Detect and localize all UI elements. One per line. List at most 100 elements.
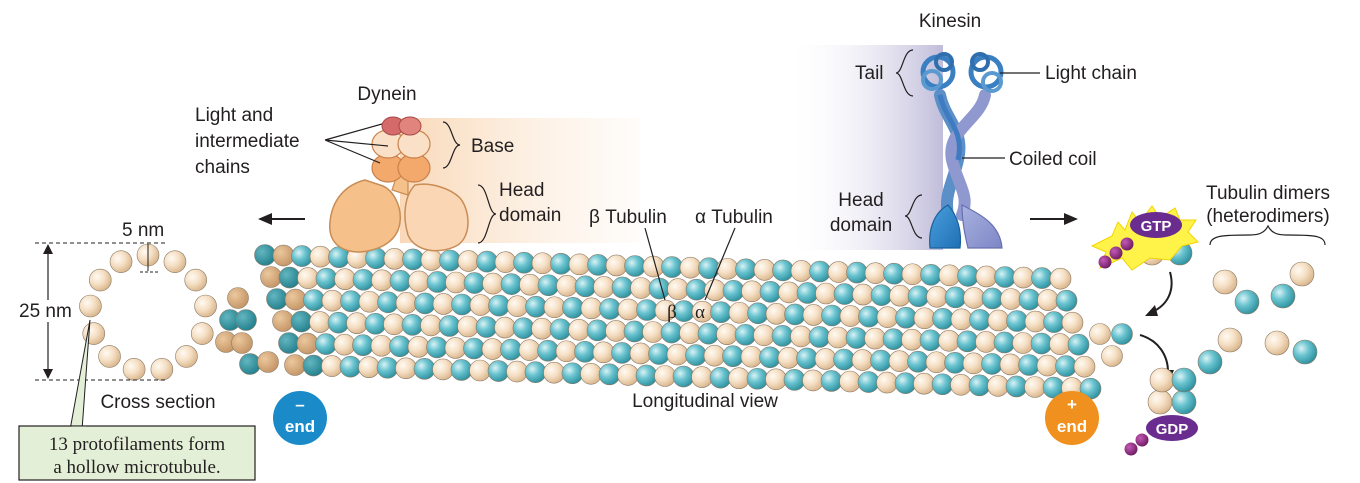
alpha-tubulin-subunit: [969, 309, 991, 331]
diameter-label: 25 nm: [19, 301, 72, 322]
dynein-chains-label-1: Light and: [195, 105, 273, 126]
kinesin-tail-loop: [981, 71, 1003, 93]
alpha-tubulin-subunit: [956, 330, 979, 353]
alpha-tubulin-subunit: [698, 257, 720, 280]
beta-tubulin-subunit: [975, 331, 997, 353]
beta-tubulin-subunit: [309, 245, 332, 268]
alpha-tubulin-subunit: [746, 367, 769, 390]
beta-tubulin-subunit: [864, 327, 886, 350]
alpha-tubulin-subunit: [845, 327, 868, 349]
tubulin-dimers-label-2: (heterodimers): [1206, 206, 1330, 227]
beta-tubulin-subunit: [531, 317, 553, 340]
protofilament-note-line-1: 13 protofilaments form: [49, 434, 225, 455]
alpha-tubulin-subunit: [574, 340, 596, 363]
dimers-bracket: [1209, 224, 1326, 246]
beta-tubulin-subunit: [260, 266, 282, 288]
beta-tubulin-subunit: [839, 305, 862, 327]
dynein-title: Dynein: [357, 84, 416, 105]
alpha-tubulin-subunit: [463, 272, 486, 294]
alpha-tubulin-subunit: [660, 321, 683, 344]
beta-tubulin-subunit: [432, 293, 455, 315]
beta-tubulin-subunit: [1024, 310, 1047, 333]
alpha-tubulin-subunit: [1171, 389, 1197, 415]
protofilament-subunit: [194, 294, 217, 318]
gtp-pill: [1130, 212, 1182, 238]
alpha-tubulin-subunit: [685, 344, 707, 366]
alpha-tubulin-subunit: [1018, 288, 1041, 311]
alpha-tubulin-subunit: [858, 305, 880, 328]
beta-tubulin-subunit: [296, 332, 319, 355]
alpha-tubulin-subunit: [549, 318, 572, 341]
alpha-tubulin-subunit: [327, 311, 350, 334]
beta-tubulin-subunit: [481, 338, 504, 360]
alpha-tubulin-subunit: [931, 373, 954, 396]
beta-tubulin-subunit: [950, 308, 973, 331]
beta-tubulin-subunit: [334, 268, 356, 291]
alpha-tubulin-subunit: [857, 371, 880, 393]
beta-tubulin-subunit: [839, 370, 861, 393]
beta-tubulin-subunit: [309, 311, 331, 333]
tail-bracket: [895, 49, 914, 97]
beta-tubulin-subunit: [1024, 376, 1046, 398]
protofilament-subunit: [79, 294, 102, 318]
alpha-tubulin-subunit: [1005, 375, 1028, 398]
alpha-tubulin-subunit: [598, 363, 621, 386]
beta-tubulin-subunit: [987, 375, 1009, 397]
kinesin-tail-loop: [934, 52, 954, 72]
beta-tubulin-subunit: [765, 303, 788, 325]
beta-tubulin-subunit: [1264, 330, 1290, 356]
alpha-tubulin-subunit: [463, 337, 485, 360]
alpha-tubulin-subunit: [512, 317, 535, 339]
alpha-tubulin-subunit: [413, 358, 436, 380]
cross-section-label: Cross section: [100, 392, 215, 413]
diameter-arrowhead-bottom: [43, 369, 53, 379]
beta-tubulin-subunit: [864, 262, 887, 284]
beta-tubulin-subunit: [802, 369, 824, 392]
alpha-tubulin-subunit: [907, 350, 929, 373]
beta-tubulin-subunit: [445, 271, 467, 294]
alpha-tubulin-subunit: [882, 328, 905, 350]
disassembly-arrow: [1139, 334, 1169, 373]
protofilament-subunit: [88, 268, 112, 292]
kinesin-coil-highlight: [937, 94, 962, 161]
alpha-tubulin-subunit: [278, 332, 300, 354]
alpha-tubulin-subunit: [537, 274, 560, 297]
beta-tubulin-subunit: [852, 283, 874, 306]
alpha-tubulin-subunit: [537, 339, 559, 362]
beta-tubulin-subunit: [1000, 288, 1022, 310]
beta-tubulin-subunit: [753, 259, 776, 281]
plus-end-sign: +: [1067, 395, 1077, 414]
kinesin-head-label-1: Head: [838, 190, 883, 211]
kinesin-light-chain-label: Light chain: [1045, 63, 1137, 84]
alpha-tubulin-subunit: [475, 316, 498, 338]
beta-tubulin-subunit: [227, 287, 249, 309]
beta-tubulin-subunit: [469, 294, 492, 316]
longitudinal-view-label: Longitudinal view: [632, 391, 778, 412]
alpha-tubulin-subunit: [352, 268, 375, 291]
alpha-tubulin-subunit: [981, 353, 1003, 375]
alpha-tubulin-subunit: [239, 353, 261, 375]
beta-tubulin-subunit: [667, 278, 689, 300]
beta-tubulin-subunit: [1012, 266, 1035, 289]
alpha-tubulin-subunit: [1171, 367, 1197, 393]
kinesin-coil-strand: [945, 89, 991, 221]
cross-section-ring: [79, 243, 217, 381]
phosphate-bead: [1109, 246, 1123, 260]
beta-tubulin-subunit: [1089, 323, 1111, 345]
kinesin-tail-loop: [921, 69, 943, 91]
gtp-label: GTP: [1141, 218, 1172, 235]
beta-tubulin-subunit: [383, 313, 405, 336]
beta-tubulin-subunit: [975, 265, 998, 288]
alpha-tubulin-subunit: [401, 314, 424, 336]
beta-tubulin-subunit: [1289, 261, 1315, 287]
dynein-light-chain: [398, 116, 422, 136]
alpha-tubulin-subunit: [500, 338, 522, 361]
beta-tubulin-subunit: [704, 279, 726, 302]
beta-tubulin-subunit: [1212, 269, 1238, 295]
alpha-tubulin-subunit: [303, 289, 325, 311]
alpha-tubulin-subunit: [808, 326, 831, 348]
beta-tubulin-subunit: [592, 341, 615, 364]
beta-tubulin-subunit: [728, 301, 751, 324]
alpha-tubulin-subunit: [932, 307, 954, 330]
